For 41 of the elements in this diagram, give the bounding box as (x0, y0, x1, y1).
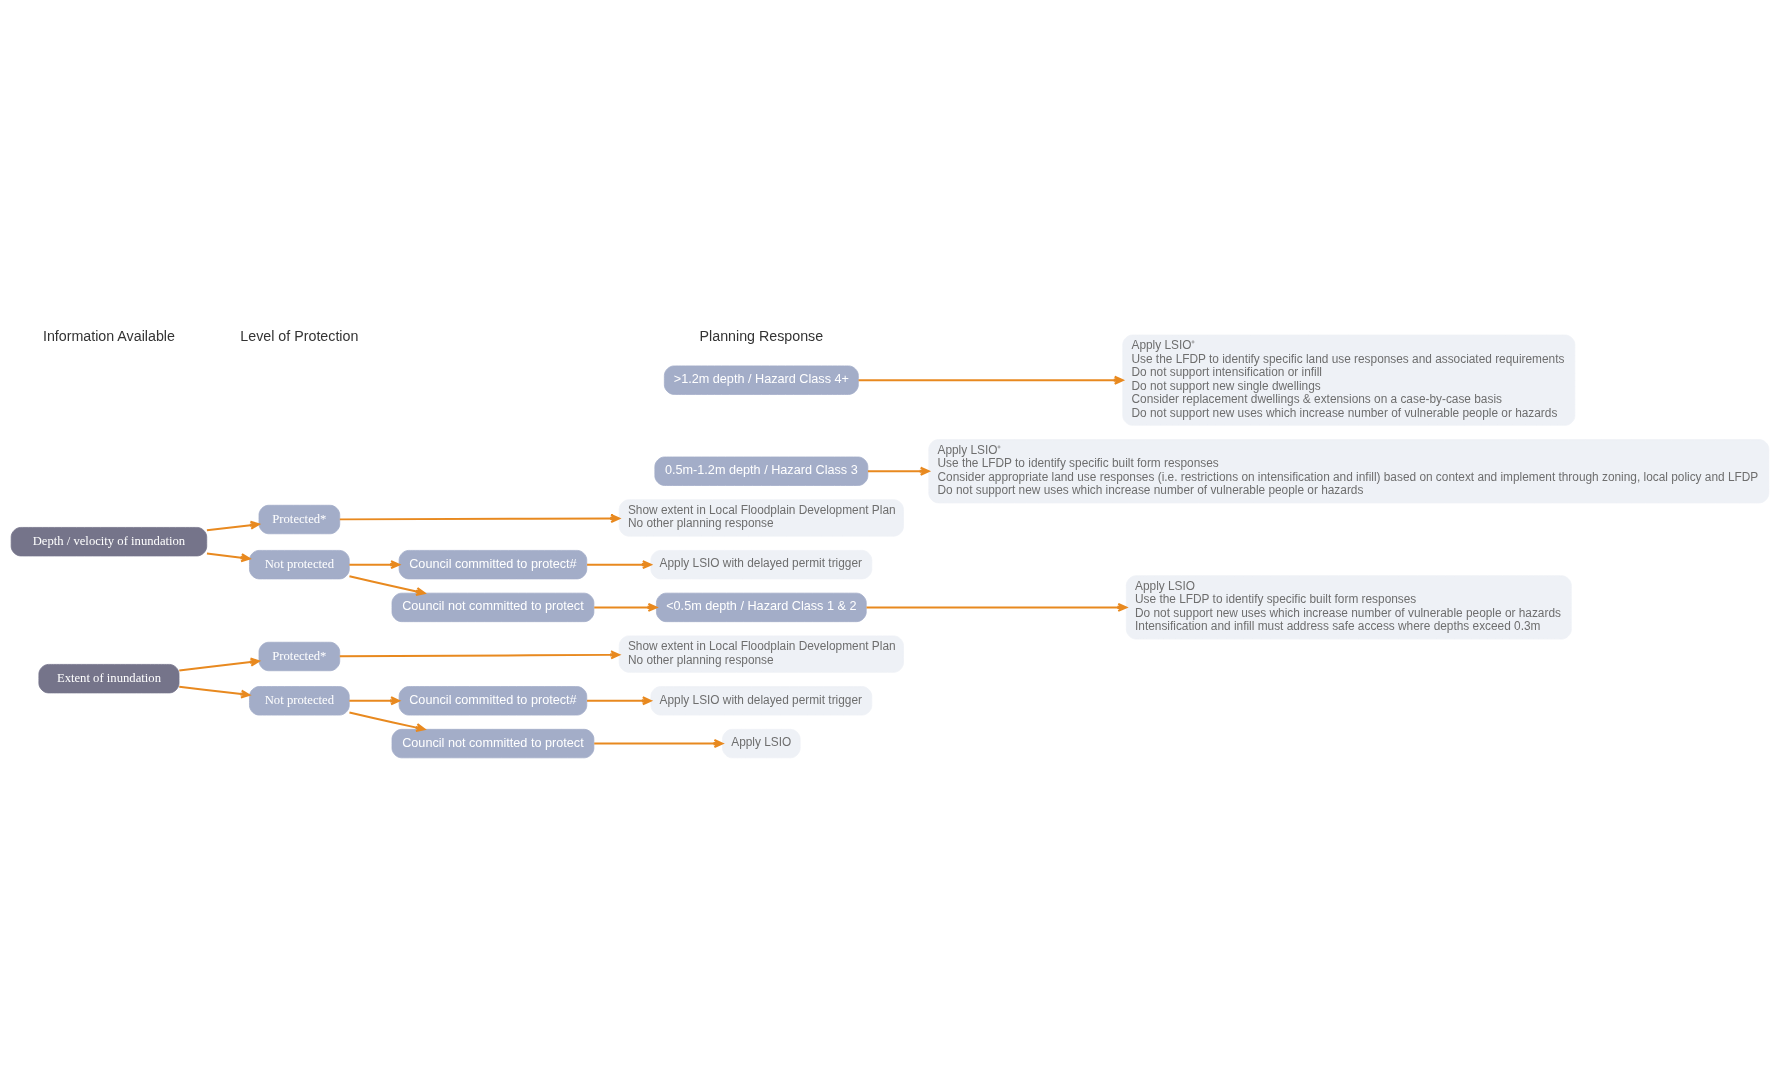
node-box: Show extent in Local Floodplain Development Plan No other planning response (618, 635, 904, 673)
node-box: Apply LSIO with delayed permit trigger (650, 550, 873, 580)
node-box: 0.5m-1.2m depth / Hazard Class 3 (654, 456, 869, 486)
node-box: Not protected (249, 686, 350, 716)
node-box: Show extent in Local Floodplain Development Plan No other planning response (618, 499, 904, 537)
arrow (348, 696, 401, 706)
node-box: Apply LSIO⁺ Use the LFDP to identify specific built form responses Consider appropriate land use responses (i.e. restrictions on intensification and infill) based on context and implement through zoning, local policy and LFDP Do not support new uses which increase number of vulnerable people or hazards (928, 439, 1770, 504)
arrow (338, 650, 621, 660)
node-box: Council not committed to protect (391, 592, 595, 623)
arrow (178, 657, 260, 672)
label: Information Available (42, 327, 175, 344)
node-box: Apply LSIO (722, 728, 801, 759)
node-box: Depth / velocity of inundation (10, 527, 208, 557)
label: Planning Response (699, 327, 824, 344)
arrow (866, 466, 930, 476)
node-box: Council not committed to protect (391, 728, 595, 759)
arrow (205, 520, 260, 532)
arrow (348, 711, 426, 733)
node-box: Not protected (249, 550, 350, 580)
node-box: Apply LSIO with delayed permit trigger (650, 686, 873, 716)
node-box: Protected* (258, 641, 341, 672)
node-box: Apply LSIO Use the LFDP to identify specific built form responses Do not support new uses which increase number of vulnerable people or hazards Intensification and infill must address safe access where depths exceed 0.3m (1125, 575, 1572, 640)
arrow (593, 602, 658, 612)
arrow (178, 685, 251, 699)
arrow (205, 552, 251, 563)
arrow (586, 696, 652, 706)
node-box: <0.5m depth / Hazard Class 1 & 2 (656, 592, 867, 623)
node-box: >1.2m depth / Hazard Class 4+ (663, 365, 859, 395)
arrow (857, 375, 1124, 385)
arrow (586, 560, 652, 570)
node-box: Council committed to protect# (398, 550, 588, 580)
node-box: Protected* (258, 504, 341, 535)
node-box: Extent of inundation (38, 664, 180, 694)
arrow (593, 739, 724, 749)
arrow (348, 575, 426, 596)
arrow (338, 513, 621, 523)
label: Level of Protection (240, 327, 359, 344)
arrow (348, 560, 401, 570)
node-box: Apply LSIO⁺ Use the LFDP to identify specific land use responses and associated requirements Do not support intensification or infill Do not support new single dwellings Consider replacement dwellings & extensions on a case-by-case basis Do not support new uses which increase number of vulnerable people or hazards (1122, 334, 1576, 426)
node-box: Council committed to protect# (398, 686, 588, 716)
arrow (865, 602, 1128, 612)
